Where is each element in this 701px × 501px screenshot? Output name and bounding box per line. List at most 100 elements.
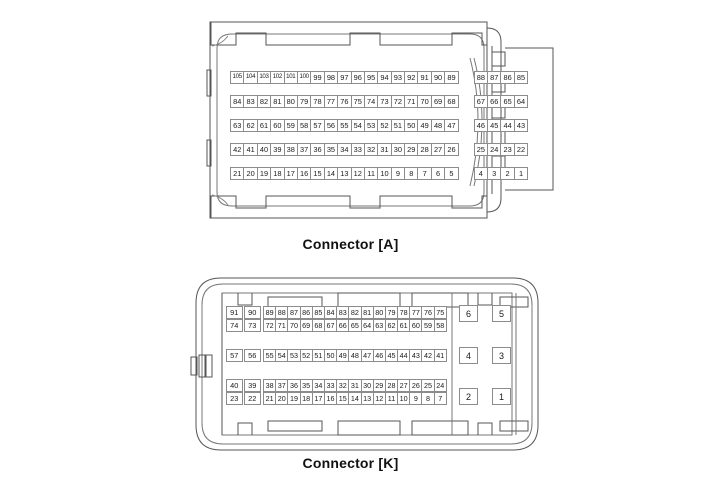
pin-cell: 3	[487, 167, 502, 180]
pin-cell: 38	[283, 143, 298, 156]
pin-cell: 24	[433, 379, 447, 392]
pin-cell: 13	[337, 167, 352, 180]
pin-cell: 84	[230, 95, 245, 108]
large-pin-cell: 4	[459, 347, 478, 364]
pin-cell: 33	[350, 143, 365, 156]
pin-cell: 64	[360, 319, 374, 332]
pin-cell: 61	[256, 119, 272, 132]
large-pin-cell: 6	[459, 305, 478, 322]
pin-cell: 83	[243, 95, 258, 108]
connector-k: 91 90 89 88 87 86 85 84 83 82 81 80 79 7…	[0, 265, 701, 501]
pin-cell: 99	[310, 71, 325, 84]
pin-cell: 32	[363, 143, 379, 156]
pin-cell: 11	[363, 167, 379, 180]
connector-k-row: 57 56 55 54 53 52 51 50 49 48 47 46 45 4…	[226, 349, 447, 362]
pin-cell: 94	[377, 71, 392, 84]
pin-cell: 17	[283, 167, 298, 180]
pin-cell: 49	[417, 119, 432, 132]
pin-cell: 85	[513, 71, 529, 84]
pin-cell: 102	[270, 71, 285, 84]
connector-k-large-pad-grid: 6 5 4 3 2 1	[0, 265, 701, 501]
pin-cell: 71	[275, 319, 289, 332]
pin-cell: 7	[417, 167, 432, 180]
pin-cell: 62	[243, 119, 258, 132]
connector-a: 105 104 103 102 101 100 99 98 97 96 95 9…	[0, 0, 701, 252]
pin-cell: 10	[377, 167, 392, 180]
pin-cell: 15	[310, 167, 325, 180]
pin-cell: 39	[270, 143, 285, 156]
pin-cell: 23	[500, 143, 515, 156]
pin-cell: 7	[433, 392, 447, 405]
pin-cell: 101	[283, 71, 298, 84]
pin-cell: 9	[390, 167, 406, 180]
row-gap	[458, 143, 474, 156]
pin-cell: 58	[296, 119, 312, 132]
pin-cell: 44	[397, 349, 411, 362]
pin-cell: 41	[433, 349, 447, 362]
pin-cell: 79	[296, 95, 312, 108]
pin-cell: 78	[310, 95, 325, 108]
pin-cell: 95	[363, 71, 379, 84]
pin-cell: 40	[226, 379, 243, 392]
pin-cell: 8	[404, 167, 419, 180]
pin-cell: 23	[226, 392, 243, 405]
pin-cell: 87	[487, 71, 502, 84]
large-pin-cell: 1	[492, 388, 511, 405]
pin-cell: 43	[513, 119, 529, 132]
pin-cell: 53	[363, 119, 379, 132]
pin-cell: 37	[275, 379, 289, 392]
pin-cell: 49	[336, 349, 350, 362]
pin-cell: 9	[409, 392, 423, 405]
pin-cell: 73	[377, 95, 392, 108]
pin-cell: 41	[243, 143, 258, 156]
pin-cell: 93	[390, 71, 406, 84]
row-gap	[458, 167, 474, 180]
pin-cell: 68	[311, 319, 325, 332]
pin-cell: 59	[283, 119, 298, 132]
pin-cell: 31	[348, 379, 362, 392]
pin-cell: 25	[473, 143, 489, 156]
pin-cell: 27	[430, 143, 446, 156]
pin-cell: 104	[243, 71, 258, 84]
pin-cell: 18	[270, 167, 285, 180]
pin-cell: 76	[337, 95, 352, 108]
connector-k-row: 74 73 72 71 70 69 68 67 66 65 64 63 62 6…	[226, 319, 447, 332]
pin-cell: 92	[404, 71, 419, 84]
pin-cell: 12	[350, 167, 365, 180]
pin-cell: 30	[390, 143, 406, 156]
pin-cell: 103	[256, 71, 272, 84]
pin-cell: 90	[244, 306, 261, 319]
pin-cell: 2	[500, 167, 515, 180]
pin-cell: 46	[473, 119, 489, 132]
pin-cell: 74	[226, 319, 243, 332]
pin-cell: 35	[323, 143, 339, 156]
connector-k-row: 40 39 38 37 36 35 34 33 32 31 30 29 28 2…	[226, 379, 447, 392]
pin-cell: 1	[513, 167, 529, 180]
pin-cell: 22	[513, 143, 529, 156]
pin-cell: 39	[244, 379, 261, 392]
pin-cell: 24	[487, 143, 502, 156]
pin-cell: 60	[270, 119, 285, 132]
connector-a-row: 63 62 61 60 59 58 57 56 55 54 53 52 51 5…	[230, 119, 529, 132]
pin-cell: 86	[299, 306, 313, 319]
pin-cell: 75	[433, 306, 447, 319]
pin-cell: 34	[337, 143, 352, 156]
pin-cell: 73	[244, 319, 261, 332]
pin-cell: 44	[500, 119, 515, 132]
row-gap	[458, 95, 474, 108]
pin-cell: 80	[283, 95, 298, 108]
pin-cell: 31	[377, 143, 392, 156]
pin-cell: 45	[384, 349, 399, 362]
pin-cell: 58	[433, 319, 447, 332]
pin-cell: 56	[323, 119, 339, 132]
large-pin-cell: 2	[459, 388, 478, 405]
pin-cell: 67	[473, 95, 489, 108]
connector-a-housing	[206, 21, 554, 219]
connector-k-row: 91 90 89 88 87 86 85 84 83 82 81 80 79 7…	[226, 306, 447, 319]
pin-cell: 21	[230, 167, 245, 180]
pin-cell: 10	[397, 392, 411, 405]
connector-a-row: 21 20 19 18 17 16 15 14 13 12 11 10 9 8 …	[230, 167, 529, 180]
pin-cell: 50	[404, 119, 419, 132]
pin-cell: 72	[390, 95, 406, 108]
